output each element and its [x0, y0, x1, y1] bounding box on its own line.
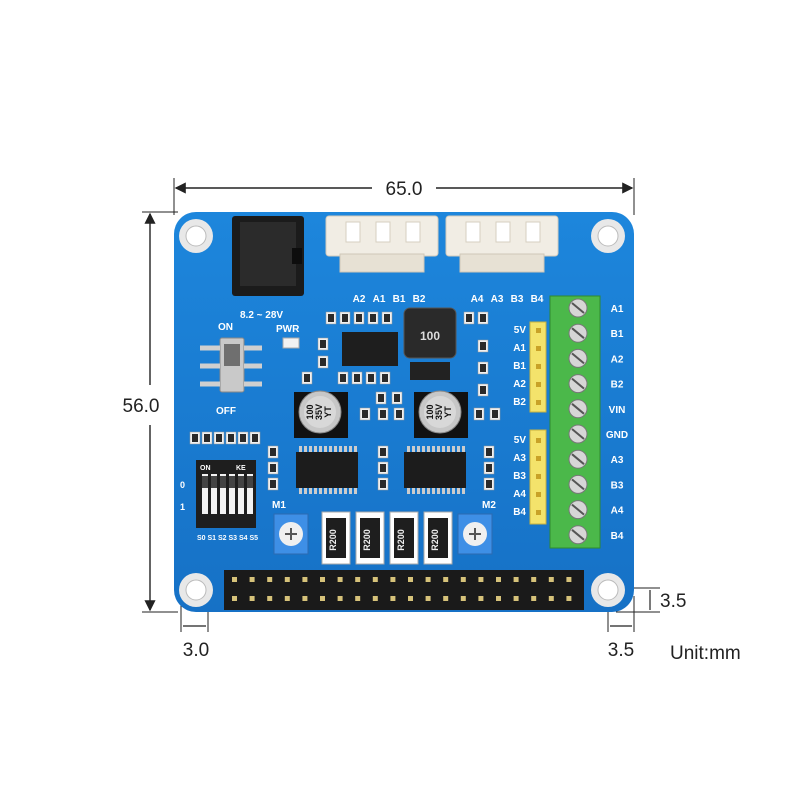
regulator-chip	[342, 332, 398, 366]
potentiometer-m1	[273, 513, 309, 555]
terminal-label-gnd: GND	[606, 430, 628, 441]
power-jack-label: 8.2 ~ 28V	[240, 310, 283, 321]
driver-ic-2	[404, 446, 466, 494]
pot-m2-label: M2	[482, 500, 496, 511]
dip-on-label: ON	[200, 465, 211, 472]
dip-label-s1: S1	[208, 535, 217, 542]
terminal-label-a4: A4	[611, 506, 624, 517]
power-jack	[232, 216, 304, 296]
pwr-led	[282, 337, 300, 349]
capacitor-mark: YT	[443, 406, 453, 418]
capacitor-2	[414, 390, 468, 438]
connector-a-label-b1: B1	[393, 294, 406, 305]
left-hole-offset: 3.0	[183, 640, 209, 661]
connector-a-label-a1: A1	[373, 294, 386, 305]
gpio-header	[224, 570, 584, 610]
resistor-mark: R200	[396, 529, 406, 551]
potentiometer-m2	[457, 513, 493, 555]
dip-label-s3: S3	[229, 535, 238, 542]
header-1-label-5v: 5V	[514, 325, 527, 336]
dip-label-s4: S4	[239, 535, 248, 542]
bottom-hole-offset: 3.5	[660, 591, 686, 612]
terminal-label-b1: B1	[611, 329, 624, 340]
mounting-holes	[179, 219, 625, 607]
terminal-block	[549, 295, 601, 549]
connector-b-label-a4: A4	[471, 294, 484, 305]
terminal-label-b2: B2	[611, 380, 624, 391]
pin-header-1	[529, 321, 547, 413]
sense-resistors: R200 R200 R200 R200	[321, 511, 453, 565]
diode	[410, 362, 450, 380]
header-1-label-b2: B2	[513, 397, 526, 408]
connector-a-labels: A2 A1 B1 B2	[353, 294, 426, 305]
dip-row-1: 1	[180, 502, 185, 512]
inductor	[403, 307, 457, 359]
switch-on-label: ON	[218, 322, 233, 333]
capacitor-1	[294, 390, 348, 438]
capacitor-mark: 100	[305, 404, 315, 419]
header-2-label-5v: 5V	[514, 435, 527, 446]
connector-b-label-b4: B4	[531, 294, 544, 305]
terminal-label-a3: A3	[611, 455, 624, 466]
dip-label-s2: S2	[218, 535, 227, 542]
width-dimension: 65.0	[386, 179, 423, 200]
connector-b-label-b3: B3	[511, 294, 524, 305]
capacitor-mark: 100	[425, 404, 435, 419]
capacitor-mark: YT	[323, 406, 333, 418]
motor-connector-a	[325, 215, 439, 273]
resistor-mark: R200	[328, 529, 338, 551]
dip-label-s0: S0	[197, 535, 206, 542]
terminal-label-a1: A1	[611, 304, 624, 315]
height-dimension: 56.0	[123, 396, 160, 417]
terminal-label-b4: B4	[611, 531, 624, 542]
header-1-label-a1: A1	[513, 343, 526, 354]
header-2-label-b4: B4	[513, 507, 526, 518]
terminal-label-b3: B3	[611, 480, 624, 491]
header-2-label-b3: B3	[513, 471, 526, 482]
connector-a-label-a2: A2	[353, 294, 366, 305]
capacitor-mark: 35V	[434, 404, 444, 420]
terminal-label-a2: A2	[611, 354, 624, 365]
terminal-label-vin: VIN	[609, 405, 626, 416]
capacitor-mark: 35V	[314, 404, 324, 420]
driver-ic-1	[296, 446, 358, 494]
inductor-mark: 100	[420, 329, 440, 343]
smd-components	[189, 311, 501, 491]
motor-connector-b	[445, 215, 559, 273]
right-hole-offset: 3.5	[608, 640, 634, 661]
header-1-label-a2: A2	[513, 379, 526, 390]
power-switch	[200, 337, 262, 393]
pwr-led-label: PWR	[276, 324, 300, 335]
pot-m1-label: M1	[272, 500, 286, 511]
connector-b-labels: A4 A3 B3 B4	[471, 294, 544, 305]
connector-b-label-a3: A3	[491, 294, 504, 305]
resistor-mark: R200	[430, 529, 440, 551]
dip-label-s5: S5	[250, 535, 259, 542]
dip-switch	[196, 460, 256, 528]
pin-header-2	[529, 429, 547, 525]
switch-off-label: OFF	[216, 406, 236, 417]
unit-label: Unit:mm	[670, 643, 741, 664]
resistor-mark: R200	[362, 529, 372, 551]
dip-row-0: 0	[180, 480, 185, 490]
dip-ke-label: KE	[236, 465, 246, 472]
header-2-label-a4: A4	[513, 489, 526, 500]
header-2-label-a3: A3	[513, 453, 526, 464]
connector-a-label-b2: B2	[413, 294, 426, 305]
header-1-label-b1: B1	[513, 361, 526, 372]
